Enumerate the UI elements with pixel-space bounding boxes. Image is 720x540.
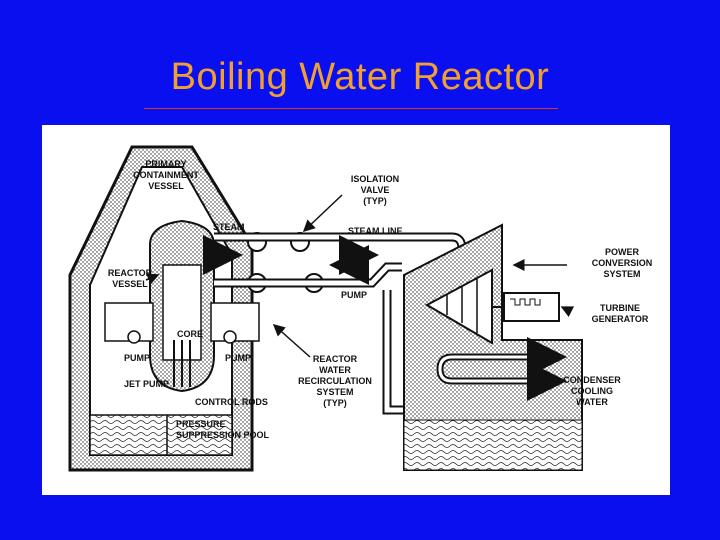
label-core: CORE <box>177 329 203 339</box>
svg-text:COOLING: COOLING <box>571 386 613 396</box>
label-isolation-valve: ISOLATION VALVE (TYP) <box>351 174 399 206</box>
svg-text:SYSTEM: SYSTEM <box>603 269 640 279</box>
flow-arrow-icon <box>145 194 575 401</box>
power-conversion-icon <box>403 223 583 471</box>
label-steam-line: STEAM LINE <box>348 226 403 236</box>
label-steam: STEAM <box>213 222 245 232</box>
svg-text:REACTOR: REACTOR <box>313 354 358 364</box>
label-pump-right: PUMP <box>225 353 251 363</box>
label-control-rods: CONTROL RODS <box>195 397 268 407</box>
svg-text:(TYP): (TYP) <box>363 196 387 206</box>
svg-text:RECIRCULATION: RECIRCULATION <box>298 376 372 386</box>
svg-text:CONTAINMENT: CONTAINMENT <box>133 170 199 180</box>
label-recirculation: REACTOR WATER RECIRCULATION SYSTEM (TYP) <box>298 354 372 408</box>
svg-text:PRESSURE: PRESSURE <box>176 419 226 429</box>
label-primary-containment: PRIMARY CONTAINMENT VESSEL <box>133 159 199 191</box>
label-turbine-generator: TURBINE GENERATOR <box>592 303 649 324</box>
svg-text:WATER: WATER <box>576 397 608 407</box>
svg-text:(TYP): (TYP) <box>323 398 347 408</box>
diagram-panel: PRIMARY CONTAINMENT VESSEL ISOLATION VAL… <box>42 125 670 495</box>
label-jet-pump: JET PUMP <box>124 379 169 389</box>
svg-text:CONVERSION: CONVERSION <box>592 258 653 268</box>
label-pump-left: PUMP <box>124 353 150 363</box>
svg-text:REACTOR: REACTOR <box>108 268 153 278</box>
reactor-vessel-icon <box>104 219 260 393</box>
svg-text:SUPPRESSION POOL: SUPPRESSION POOL <box>176 430 270 440</box>
label-reactor-vessel: REACTOR VESSEL <box>108 268 153 289</box>
svg-text:VALVE: VALVE <box>361 185 390 195</box>
svg-text:CONDENSER: CONDENSER <box>563 375 621 385</box>
svg-text:GENERATOR: GENERATOR <box>592 314 649 324</box>
label-pressure-suppression: PRESSURE SUPPRESSION POOL <box>176 419 270 440</box>
title-underline <box>144 108 558 109</box>
svg-text:PRIMARY: PRIMARY <box>145 159 186 169</box>
svg-text:VESSEL: VESSEL <box>112 279 148 289</box>
generator-icon <box>492 292 560 322</box>
svg-text:POWER: POWER <box>605 247 640 257</box>
svg-text:WATER: WATER <box>319 365 351 375</box>
slide-title: Boiling Water Reactor <box>170 56 550 98</box>
condenser-icon <box>436 353 537 385</box>
label-pump-top: PUMP <box>341 290 367 300</box>
label-power-conversion: POWER CONVERSION SYSTEM <box>592 247 653 279</box>
svg-text:TURBINE: TURBINE <box>600 303 640 313</box>
svg-text:VESSEL: VESSEL <box>148 181 184 191</box>
svg-text:ISOLATION: ISOLATION <box>351 174 399 184</box>
bwr-diagram: PRIMARY CONTAINMENT VESSEL ISOLATION VAL… <box>68 145 653 472</box>
label-condenser: CONDENSER COOLING WATER <box>563 375 621 407</box>
svg-text:SYSTEM: SYSTEM <box>316 387 353 397</box>
